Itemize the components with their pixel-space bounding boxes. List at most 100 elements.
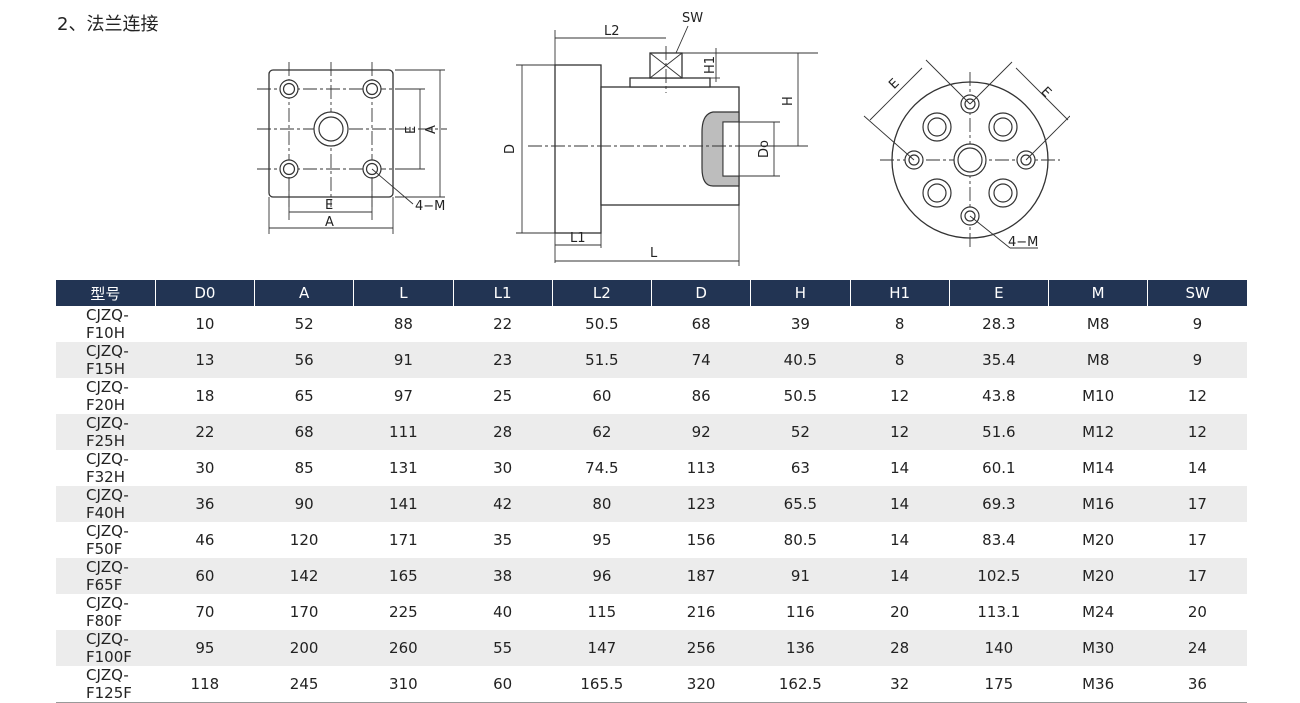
value-cell: 43.8 (982, 387, 1016, 405)
column-header: L2 (551, 280, 652, 306)
value-cell: 88 (393, 315, 413, 333)
value-cell: 52 (294, 315, 314, 333)
value-cell: 50.5 (585, 315, 619, 333)
value-cell: 91 (353, 342, 453, 378)
value-cell: 165 (353, 558, 453, 594)
value-cell: 30 (493, 459, 513, 477)
value-cell: 65 (294, 387, 314, 405)
column-header: L1 (452, 280, 553, 306)
value-cell: 20 (1187, 603, 1207, 621)
value-cell: 65.5 (750, 486, 850, 522)
value-cell: 38 (453, 558, 553, 594)
value-cell: 83.4 (982, 531, 1016, 549)
value-cell: 136 (750, 630, 850, 666)
value-cell: M12 (1048, 414, 1148, 450)
value-cell: 170 (289, 603, 319, 621)
round-flange-view: E E 4−M (863, 59, 1070, 250)
value-cell: 216 (686, 603, 716, 621)
column-header: H (750, 280, 850, 306)
model-cell: CJZQ-F10H (86, 306, 129, 342)
model-cell: CJZQ-F15H (56, 342, 156, 378)
side-dim-l1: L1 (570, 231, 586, 246)
value-cell: 111 (353, 414, 453, 450)
value-cell: 260 (353, 630, 453, 666)
value-cell: 92 (651, 414, 751, 450)
value-cell: 24 (1147, 630, 1247, 666)
value-cell: 36 (1147, 666, 1247, 703)
value-cell: 28 (850, 630, 950, 666)
value-cell: 30 (195, 459, 215, 477)
column-header: H1 (849, 280, 950, 306)
value-cell: 12 (1147, 414, 1247, 450)
value-cell: 60.1 (982, 459, 1016, 477)
value-cell: M8 (1086, 315, 1110, 333)
value-cell: 22 (493, 315, 513, 333)
value-cell: 17 (1147, 558, 1247, 594)
value-cell: 123 (651, 486, 751, 522)
model-cell: CJZQ-F20H (86, 378, 129, 414)
side-dim-h1: H1 (703, 56, 718, 74)
side-dim-do: Do (757, 140, 772, 158)
value-cell: 90 (254, 486, 354, 522)
value-cell: 28.3 (982, 315, 1016, 333)
value-cell: 147 (552, 630, 652, 666)
value-cell: 142 (254, 558, 354, 594)
side-dim-l2: L2 (604, 24, 620, 39)
front-dim-a-vertical: A (424, 125, 439, 134)
section-heading: 2、法兰连接 (57, 14, 159, 35)
front-dim-hole-count: 4−M (415, 199, 445, 214)
value-cell: 56 (254, 342, 354, 378)
front-dim-e-horizontal: E (325, 198, 333, 213)
value-cell: 165.5 (552, 666, 652, 703)
value-cell: M36 (1048, 666, 1148, 703)
value-cell: 14 (890, 459, 910, 477)
value-cell: 42 (453, 486, 553, 522)
value-cell: 120 (289, 531, 319, 549)
side-dim-h: H (781, 96, 796, 106)
value-cell: 14 (890, 531, 910, 549)
value-cell: 20 (890, 603, 910, 621)
value-cell: 8 (894, 315, 905, 333)
side-dim-sw: SW (682, 11, 703, 26)
value-cell: 96 (552, 558, 652, 594)
value-cell: 36 (155, 486, 255, 522)
value-cell: 50.5 (783, 387, 818, 405)
value-cell: 51.5 (552, 342, 652, 378)
square-flange-view: E A E A 4−M (257, 62, 447, 234)
value-cell: 12 (850, 414, 950, 450)
column-header: SW (1147, 280, 1247, 306)
value-cell: 245 (254, 666, 354, 703)
value-cell: 60 (155, 558, 255, 594)
front-dim-a-horizontal: A (325, 215, 334, 230)
value-cell: 113.1 (977, 603, 1021, 621)
value-cell: 175 (949, 666, 1049, 703)
column-header: E (948, 280, 1049, 306)
value-cell: 35 (493, 531, 513, 549)
model-cell: CJZQ-F80F (86, 594, 129, 630)
value-cell: 70 (195, 603, 215, 621)
value-cell: 320 (651, 666, 751, 703)
value-cell: 91 (750, 558, 850, 594)
column-header: L (353, 280, 453, 306)
value-cell: 118 (155, 666, 255, 703)
value-cell: 55 (453, 630, 553, 666)
round-dim-e-right: E (1038, 84, 1054, 100)
value-cell: 85 (294, 459, 314, 477)
model-cell: CJZQ-F100F (56, 630, 156, 666)
value-cell: 140 (949, 630, 1049, 666)
value-cell: 141 (353, 486, 453, 522)
value-cell: 62 (552, 414, 652, 450)
value-cell: 52 (750, 414, 850, 450)
value-cell: 225 (389, 603, 418, 621)
value-cell: 162.5 (750, 666, 850, 703)
column-header: M (1047, 280, 1148, 306)
value-cell: 13 (155, 342, 255, 378)
value-cell: 51.6 (949, 414, 1049, 450)
value-cell: 97 (393, 387, 413, 405)
value-cell: 63 (790, 459, 810, 477)
